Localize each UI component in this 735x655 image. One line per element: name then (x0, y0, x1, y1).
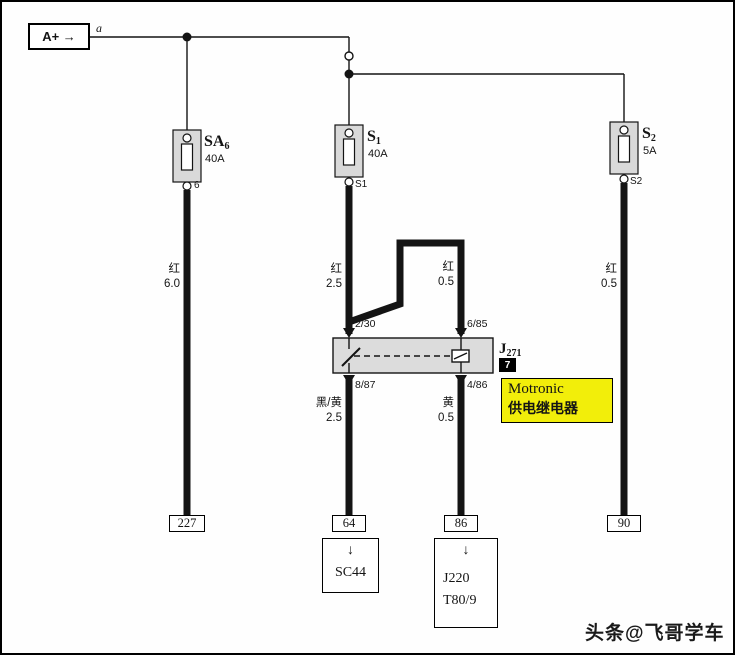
fuse-s2-name-sub: 2 (650, 133, 656, 144)
fuse-s1-name: S (367, 128, 376, 145)
fuse-sa6-name-sub: 6 (224, 141, 230, 152)
relay-annotation-line2: 供电继电器 (508, 400, 578, 416)
relay-terminal-486: 4/86 (467, 379, 488, 391)
destination-sc44-label: SC44 (334, 565, 367, 580)
destination-t809-label: T80/9 (443, 593, 477, 608)
wire2-gauge: 2.5 (326, 278, 342, 290)
fuse-sa6-element (180, 143, 194, 171)
relay-name-sub: 271 (506, 348, 522, 359)
destination-j220-label: J220 (443, 571, 470, 586)
junction-box-86: 86 (444, 515, 478, 532)
watermark-text: 头条@飞哥学车 (585, 623, 725, 644)
relay-annotation-box: Motronic 供电继电器 (501, 378, 613, 423)
destination-box-j220: ↓ J220 T80/9 (434, 538, 498, 628)
wire4-color: 黑/黄 (315, 397, 342, 409)
fuse-s2-rating: 5A (643, 145, 657, 157)
fuse-s2-bottom-terminal (619, 174, 629, 184)
wire5-color: 黄 (442, 397, 455, 409)
wire2-color: 红 (330, 263, 343, 275)
junction-86-label: 86 (454, 516, 468, 530)
fuse-sa6-symbol (172, 129, 202, 191)
arrow-230 (343, 328, 355, 338)
wire6-color: 红 (605, 263, 618, 275)
fuse-s1-top-terminal (344, 128, 354, 138)
fuse-sa6-bottom-terminal (182, 181, 192, 191)
wire4-gauge: 2.5 (326, 412, 342, 424)
connector-circle (344, 51, 354, 61)
fuse-s2-terminal-label: S2 (630, 176, 643, 187)
wire6-gauge: 0.5 (601, 278, 617, 290)
relay-designation: J271 (499, 340, 522, 359)
relay-coil-diagonal (453, 352, 468, 360)
battery-positive-box: A+ → (28, 23, 90, 50)
fuse-s1-name-sub: 1 (375, 136, 381, 147)
junction-box-64: 64 (332, 515, 366, 532)
fuse-s1-rating: 40A (368, 148, 388, 160)
junction-box-227: 227 (169, 515, 205, 532)
fuse-s1-label: S1 (367, 128, 381, 147)
fuse-s1-symbol (334, 124, 364, 187)
wire-branch-to-685 (347, 239, 465, 334)
fuse-sa6-label: SA6 (204, 133, 229, 152)
arrow-685 (455, 328, 467, 338)
wire1-color: 红 (168, 263, 181, 275)
fuse-sa6-name: SA (204, 133, 225, 150)
wire3-color: 红 (442, 261, 455, 273)
junction-dot-left (182, 32, 192, 42)
junction-box-90: 90 (607, 515, 641, 532)
fuse-s1-element (342, 138, 356, 166)
fuse-s2-element (617, 135, 631, 163)
fuse-s1-terminal-label: S1 (355, 179, 368, 190)
down-arrow-icon: ↓ (462, 543, 470, 558)
junction-227-label: 227 (177, 516, 197, 530)
relay-switch-blade (341, 347, 361, 367)
fuse-s2-top-terminal (619, 125, 629, 135)
relay-terminal-685: 6/85 (467, 318, 488, 330)
fuse-s2-label: S2 (642, 125, 656, 144)
destination-box-sc44: ↓ SC44 (322, 538, 379, 593)
down-arrow-icon: ↓ (347, 543, 354, 558)
fuse-sa6-terminal-label: 6 (194, 180, 200, 191)
junction-dot-mid (344, 69, 354, 79)
wire3-gauge: 0.5 (438, 276, 454, 288)
wire5-gauge: 0.5 (438, 412, 454, 424)
relay-name: J (499, 341, 507, 357)
junction-90-label: 90 (617, 516, 631, 530)
fuse-s2-symbol (609, 121, 639, 184)
arrow-887 (343, 375, 355, 385)
relay-current-track-box: 7 (499, 358, 516, 372)
fuse-s1-bottom-terminal (344, 177, 354, 187)
relay-annotation-line1: Motronic (508, 381, 564, 397)
wire1-gauge: 6.0 (164, 278, 180, 290)
relay-terminal-230: 2/30 (355, 318, 376, 330)
relay-terminal-887: 8/87 (355, 379, 376, 391)
node-a-label: a (96, 21, 102, 35)
junction-64-label: 64 (342, 516, 356, 530)
fuse-s2-name: S (642, 125, 651, 142)
fuse-sa6-rating: 40A (205, 153, 225, 165)
arrow-486 (455, 375, 467, 385)
relay-symbol (332, 337, 494, 374)
battery-positive-label: A+ → (42, 29, 76, 44)
relay-current-track-number: 7 (504, 359, 511, 371)
fuse-sa6-top-terminal (182, 133, 192, 143)
